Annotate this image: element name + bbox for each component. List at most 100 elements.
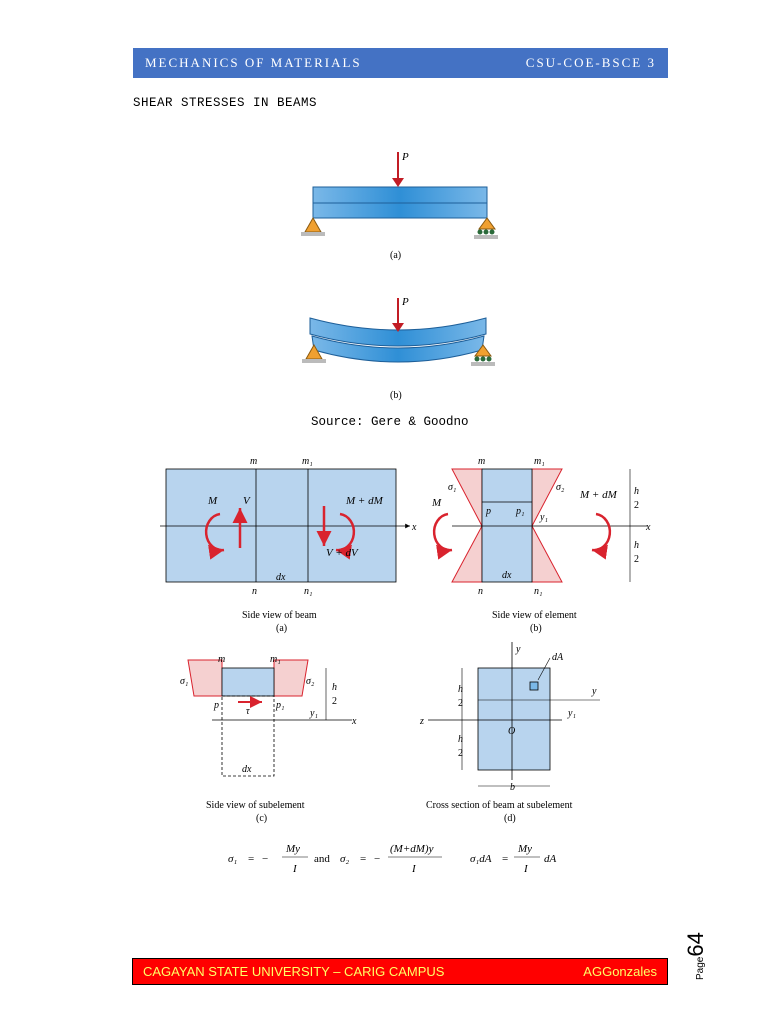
label-n-a: n [252,586,257,597]
label-2-top-b: 2 [634,500,639,511]
roller-support-icon-b [474,344,492,357]
caption-sub-b: (b) [530,623,542,634]
caption-cross-section: Cross section of beam at subelement [426,800,573,811]
load-arrow-head-b [392,323,404,332]
roller-wheel-b [480,356,486,362]
sub-stress-right [273,659,309,697]
roller-wheel [489,229,495,235]
roller-wheel-b [486,356,492,362]
load-label-a: P [401,151,409,163]
label-sigma2-c: σ₂ [306,676,315,687]
figure-shear-derivation: x m m₁ n n₁ dx M V M + dM V + dV Side vi… [160,456,651,875]
moment-arrow-M [204,512,225,560]
roller-support-icon [478,217,496,230]
label-p-b: p [485,506,491,517]
stress-triangle-bottom-left [451,525,483,583]
label-y1-b: y₁ [539,512,548,523]
element-side-view [481,468,533,583]
page-label: Page [695,956,706,980]
caption-side-view-beam: Side view of beam [242,610,317,621]
moment-arrow-MdM [335,512,356,560]
eq-equals-3: = [502,853,508,865]
sub-stress-left [187,659,223,697]
label-dx-c: dx [242,764,252,775]
stress-triangle-bottom-right [531,525,563,583]
beam-lower-layer [312,202,488,219]
section-title: SHEAR STRESSES IN BEAMS [133,96,318,110]
caption-sub-c: (c) [256,813,267,824]
caption-sub-a: (a) [276,623,287,634]
eq-den-I-1: I [292,863,298,875]
caption-side-view-element: Side view of element [492,610,577,621]
label-y1-d: y₁ [567,708,576,719]
label-dA-d: dA [552,652,564,663]
eq-s1dA: σ₁dA [470,853,492,865]
eq-den-I-3: I [523,863,529,875]
label-MdM-a: M + dM [345,495,384,507]
label-h-top-b: h [634,486,639,497]
stress-triangle-top-left [451,468,483,527]
eq-minus-2: − [374,853,380,865]
pin-support-icon [304,216,322,233]
label-y-dim-d: y [591,686,597,697]
moment-arrow-M-b [432,512,453,560]
label-O-d: O [508,726,515,737]
label-n-b: n [478,586,483,597]
eq-and: and [314,853,330,865]
label-2-c: 2 [332,696,337,707]
eq-dA: dA [544,853,557,865]
subelement-block [221,667,275,697]
eq-sigma2: σ₂ [340,853,349,865]
eq-num-My-1: My [285,843,300,855]
label-p1-b: p₁ [515,506,524,517]
label-m1-a: m₁ [302,456,313,467]
label-m1-c: m₁ [270,654,281,665]
label-n1-a: n₁ [304,586,312,597]
area-element-dA [529,681,539,691]
label-h-bottom-b: h [634,540,639,551]
label-tau-c: τ [246,706,250,717]
load-arrow-head [392,178,404,187]
header-bar: MECHANICS OF MATERIALS CSU-COE-BSCE 3 [133,48,668,78]
label-h-top-d: h [458,684,463,695]
eq-den-I-2: I [411,863,417,875]
caption-b: (b) [390,390,402,401]
ground-right-b [471,362,495,366]
label-sigma2-b: σ₂ [556,482,565,493]
label-2-top-d: 2 [458,698,463,709]
label-M-a: M [207,495,218,507]
label-y-axis-d: y [515,644,521,655]
ground-left [301,232,325,236]
label-m1-b: m₁ [534,456,545,467]
load-label-b: P [401,296,409,308]
figure-beam-load: P (a) P (b) [301,151,498,401]
label-sigma1-b: σ₁ [448,482,456,493]
beam-side-view [165,468,397,583]
axis-x-c: x [351,716,357,727]
label-p1-c: p₁ [275,700,284,711]
header-program-code: CSU-COE-BSCE 3 [525,55,656,70]
caption-side-view-subelement: Side view of subelement [206,800,305,811]
label-V-a: V [243,495,251,507]
label-dx-b: dx [502,570,512,581]
label-m-b: m [478,456,485,467]
axis-x-b: x [645,522,651,533]
label-2-bottom-b: 2 [634,554,639,565]
label-MdM-b: M + dM [579,489,618,501]
caption-sub-d: (d) [504,813,516,824]
figure-source: Source: Gere & Goodno [311,415,469,429]
axis-x-a: x [411,522,417,533]
eq-minus-1: − [262,853,268,865]
label-dx-a: dx [276,572,286,583]
subelement-dashed-outline [221,695,275,777]
footer-bar: CAGAYAN STATE UNIVERSITY – CARIG CAMPUS … [132,958,668,985]
roller-wheel-b [474,356,480,362]
dA-pointer [537,657,551,681]
roller-wheel [483,229,489,235]
eq-equals-1: = [248,853,254,865]
label-m-a: m [250,456,257,467]
stress-equations: σ₁ = − My I and σ₂ = − (M+dM)y I σ₁dA = … [228,843,557,875]
moment-arrow-MdM-b [591,512,612,560]
beam-upper-layer [312,186,488,204]
label-p-c: p [213,700,219,711]
